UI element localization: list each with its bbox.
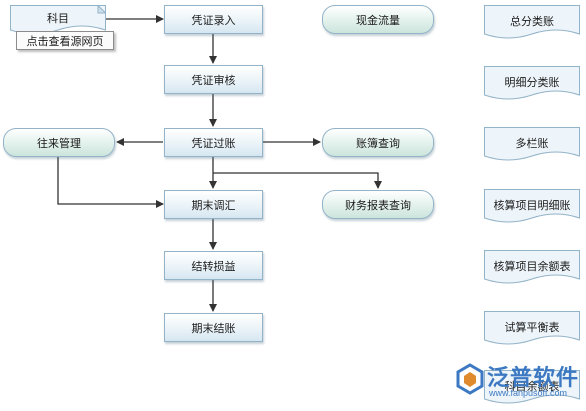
report-doc-node: 试算平衡表 [484,311,580,347]
period-adjust-node: 期末调汇 [164,190,263,219]
brand-url: www.fanpusoft.com [489,388,568,398]
fanpu-logo-icon [456,363,484,395]
report-doc-label: 明细分类账 [504,76,560,89]
subject-node: 科目 [10,5,106,35]
report-doc-node: 科目余额表 [484,370,580,406]
source-link-tooltip[interactable]: 点击查看源网页 [16,31,114,50]
report-doc-label: 核算项目余额表 [493,260,571,273]
report-doc-node: 核算项目明细账 [484,189,580,225]
report-doc-node: 明细分类账 [484,66,580,102]
report-doc-node: 多栏账 [484,127,580,163]
voucher-entry-node: 凭证录入 [164,5,263,34]
brand-name: 泛普软件 [487,366,580,391]
report-doc-node: 总分类账 [484,5,580,41]
period-close-node: 期末结账 [164,313,263,342]
report-doc-label: 多栏账 [515,137,549,150]
report-doc-node: 核算项目余额表 [484,250,580,286]
voucher-audit-node: 凭证审核 [164,65,263,94]
fanpu-watermark: 泛普软件 www.fanpusoft.com [453,360,583,408]
report-doc-label: 核算项目明细账 [493,199,571,212]
ar-ap-node: 往来管理 [3,128,115,157]
voucher-posting-node: 凭证过账 [164,128,263,157]
report-doc-label: 科目余额表 [504,380,560,393]
cash-flow-node: 现金流量 [322,5,434,34]
transfer-pl-node: 结转损益 [164,251,263,280]
report-query-node: 财务报表查询 [322,190,434,219]
ledger-query-node: 账簿查询 [322,128,434,157]
report-doc-label: 总分类账 [510,15,554,28]
arrow-posting-to-report [213,172,382,189]
arrow-arap-to-adjust [57,157,164,208]
subject-label: 科目 [47,12,69,25]
report-doc-label: 试算平衡表 [504,321,560,334]
